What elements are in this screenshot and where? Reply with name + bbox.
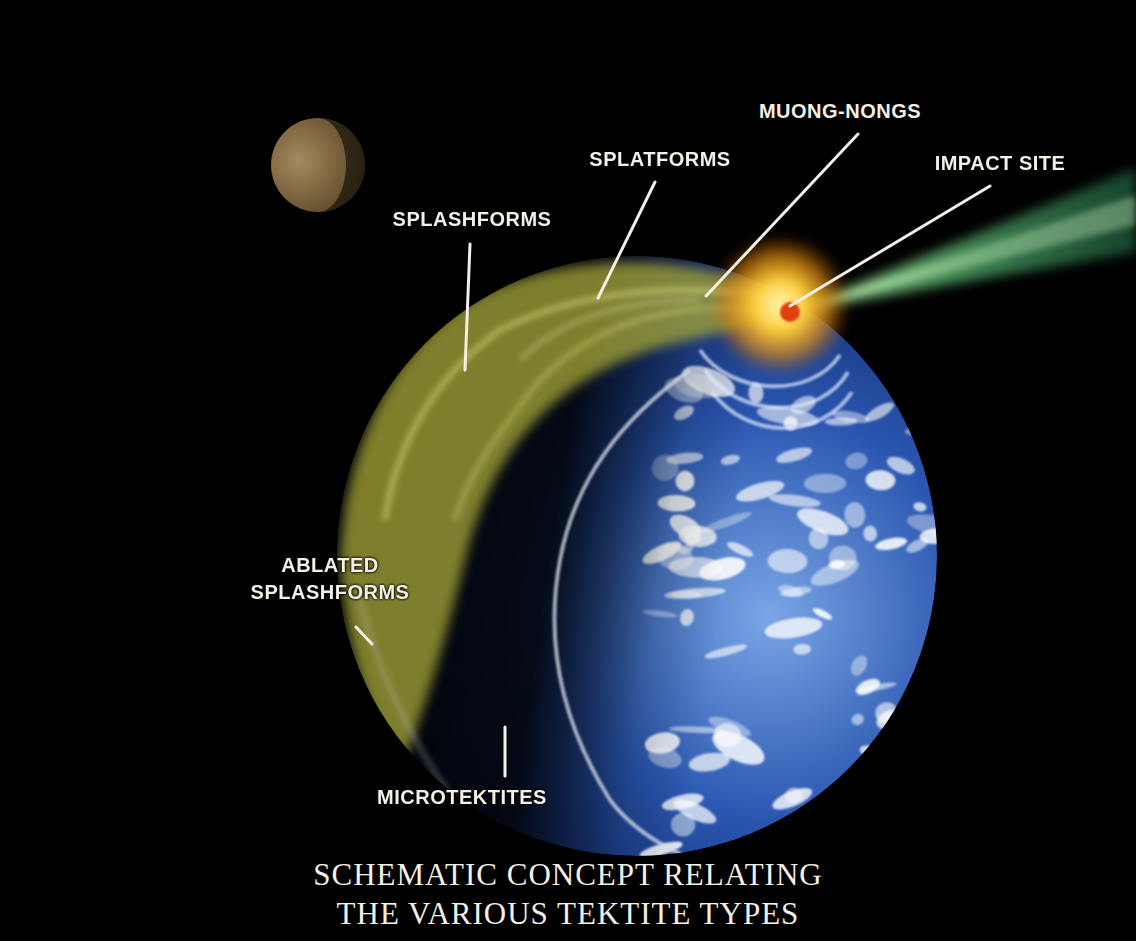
tektite-label: SPLASHFORMS (372, 206, 572, 233)
cloud (924, 665, 954, 680)
microtektite-arc (554, 370, 720, 870)
cloud (920, 370, 951, 391)
cloud (818, 812, 832, 826)
tektite-label: MUONG-NONGS (745, 98, 935, 125)
cloud (930, 618, 948, 636)
tektite-label: ABLATED SPLASHFORMS (235, 552, 425, 606)
moon (271, 118, 365, 212)
caption: SCHEMATIC CONCEPT RELATING THE VARIOUS T… (188, 856, 948, 934)
cloud (893, 701, 952, 722)
cloud (909, 752, 970, 775)
cloud (764, 837, 822, 852)
cloud (836, 783, 866, 812)
cloud (860, 811, 897, 836)
impact-fireball (710, 235, 850, 375)
cloud (866, 803, 910, 834)
leader-lines (356, 134, 990, 776)
tektite-label: IMPACT SITE (910, 150, 1090, 177)
tektite-label: SPLATFORMS (570, 146, 750, 173)
cloud (898, 818, 936, 852)
tektite-label: MICROTEKTITES (357, 784, 567, 811)
cloud (733, 839, 788, 859)
cloud (928, 802, 953, 816)
